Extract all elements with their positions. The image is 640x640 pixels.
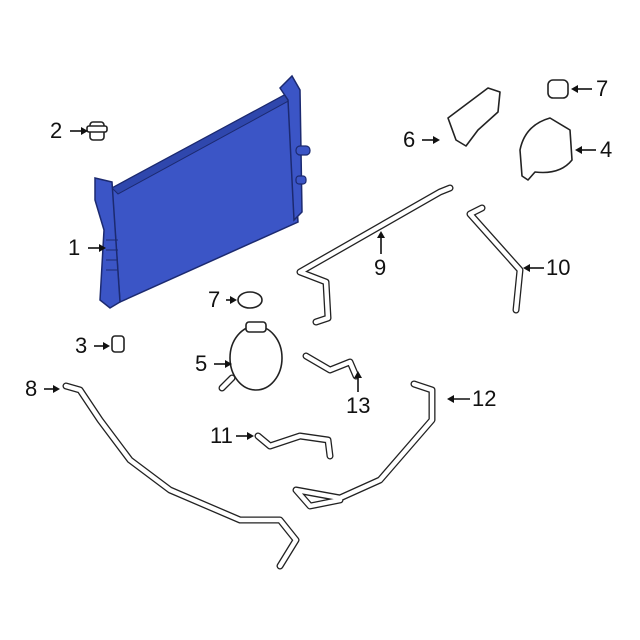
grommet-part[interactable]: [111, 335, 125, 353]
callout-13: 13: [346, 393, 371, 418]
callout-2: 2: [50, 118, 63, 143]
reservoir-part[interactable]: [519, 117, 573, 181]
radiator-part[interactable]: [94, 74, 311, 309]
callout-7-top: 7: [596, 76, 609, 101]
callout-12: 12: [472, 386, 497, 411]
bracket-part[interactable]: [447, 87, 501, 147]
hose-13-part[interactable]: [302, 352, 360, 380]
callout-5: 5: [195, 351, 208, 376]
callout-8: 8: [25, 376, 38, 401]
callout-10: 10: [546, 255, 571, 280]
callout-9: 9: [374, 255, 387, 280]
hose-11-part[interactable]: [254, 432, 334, 460]
callout-3: 3: [75, 333, 88, 358]
hose-9-part[interactable]: [296, 184, 454, 326]
callout-11: 11: [210, 423, 233, 448]
hose-10-part[interactable]: [466, 204, 524, 314]
hose-12-part[interactable]: [292, 380, 436, 510]
leader-arrows: [44, 85, 596, 440]
callout-7-mid: 7: [208, 287, 221, 312]
bolt-part[interactable]: [86, 121, 108, 141]
callout-4: 4: [600, 137, 613, 162]
cap-part[interactable]: [547, 79, 569, 99]
callout-6: 6: [403, 127, 416, 152]
expansion-tank-part[interactable]: [218, 321, 283, 392]
hose-8-part[interactable]: [62, 382, 300, 570]
cap-part[interactable]: [237, 291, 263, 309]
callout-1: 1: [68, 235, 81, 260]
